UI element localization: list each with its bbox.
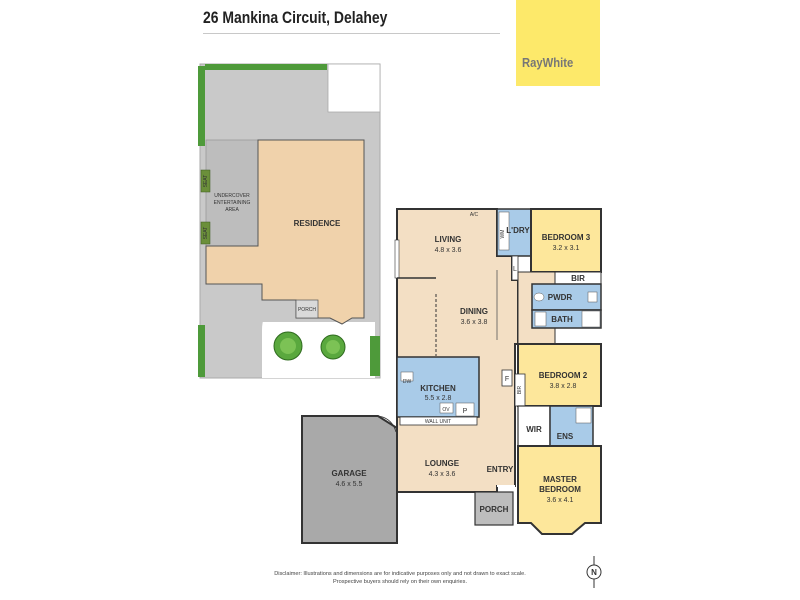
page-title: 26 Mankina Circuit, Delahey [203,8,388,27]
shrub-1-inner [280,338,296,354]
bir-bedroom-3-label: BIR [571,274,585,283]
front-porch [474,491,514,526]
seat-label-1: SEAT [203,175,209,188]
master-bedroom-room [517,445,602,535]
oven-label: OV [442,407,450,413]
kitchen-oven [439,402,454,414]
entertaining-area [205,139,259,247]
linen-label: L [513,266,517,273]
wall-unit [399,416,478,426]
living-window [394,239,400,279]
ens-label: ENS [557,432,574,441]
washing-machine [498,211,510,251]
raywhite-logo: RayWhite [522,56,574,70]
bedroom-3-dims: 3.2 x 3.1 [553,245,580,252]
entertaining-label-2: ENTERTAINING [214,200,251,206]
garage-label: GARAGE [331,469,367,478]
ac-label: A/C [470,212,479,218]
kitchen-pantry [455,402,475,417]
wir-label: WIR [526,425,542,434]
site-porch-label: PORCH [298,307,316,313]
entertaining-label-3: AREA [225,207,239,213]
bir-bedroom-2-label: BIR [517,385,523,394]
disclaimer: Disclaimer: Illustrations and dimensions… [240,570,560,586]
site-plan: RESIDENCE UNDERCOVER ENTERTAINING AREA S… [198,63,381,379]
powder-toilet [533,292,545,302]
compass-label: N [591,568,597,577]
laundry-label: L'DRY [506,226,530,235]
ensuite-shower [575,407,592,424]
seat-label-2: SEAT [203,227,209,240]
bedroom-3-label: BEDROOM 3 [542,233,591,242]
dining-label: DINING [460,307,488,316]
garage-room [301,415,398,544]
disclaimer-line-1: Disclaimer: Illustrations and dimensions… [274,571,526,577]
bedroom-3-room [530,208,602,273]
entertaining-label-1: UNDERCOVER [214,193,250,199]
floor-plan: LIVING 4.8 x 3.6 A/C DINING 3.6 x 3.8 KI… [301,208,602,544]
wall-unit-label: WALL UNIT [425,419,451,425]
master-label-2: BEDROOM [539,485,581,494]
living-label: LIVING [435,235,462,244]
dining-dims: 3.6 x 3.8 [461,319,488,326]
shrub-2-inner [326,340,340,354]
kitchen-label: KITCHEN [420,384,456,393]
bathtub [581,310,601,328]
powder-basin [587,291,598,303]
bedroom-2-dims: 3.8 x 2.8 [550,383,577,390]
residence-label: RESIDENCE [294,219,341,228]
porch-label: PORCH [480,505,509,514]
bath-label: BATH [551,315,573,324]
powder-label: PWDR [548,293,573,302]
north-compass: N [586,556,602,588]
bedroom-2-label: BEDROOM 2 [539,371,588,380]
bath-vanity [534,311,547,327]
pantry-label: P [463,408,468,415]
kitchen-sink [400,371,414,382]
hedge-left-bottom [198,325,205,377]
fridge-space [501,369,513,387]
hedge-top [205,64,327,70]
master-label-1: MASTER [543,475,577,484]
seat-1 [200,169,211,193]
dishwasher-label: DW [403,379,412,385]
garage-door-swing [377,415,397,433]
lounge-dims: 4.3 x 3.6 [429,471,456,478]
hedge-left-top [198,66,205,146]
seat-2 [200,221,211,245]
hedge-right [370,336,380,376]
entry-label: ENTRY [487,465,514,474]
lounge-label: LOUNGE [425,459,460,468]
garage-dims: 4.6 x 5.5 [336,481,363,488]
site-porch [295,299,319,319]
kitchen-dims: 5.5 x 2.8 [425,395,452,402]
master-dims: 3.6 x 4.1 [547,497,574,504]
title-divider [203,33,500,34]
living-dims: 4.8 x 3.6 [435,247,462,254]
linen-cupboard [511,255,519,281]
brand-panel [516,0,600,86]
wm-label: WM [500,230,506,239]
fridge-label: F [505,376,509,383]
disclaimer-line-2: Prospective buyers should rely on their … [332,579,467,585]
site-corner-white [327,63,381,113]
